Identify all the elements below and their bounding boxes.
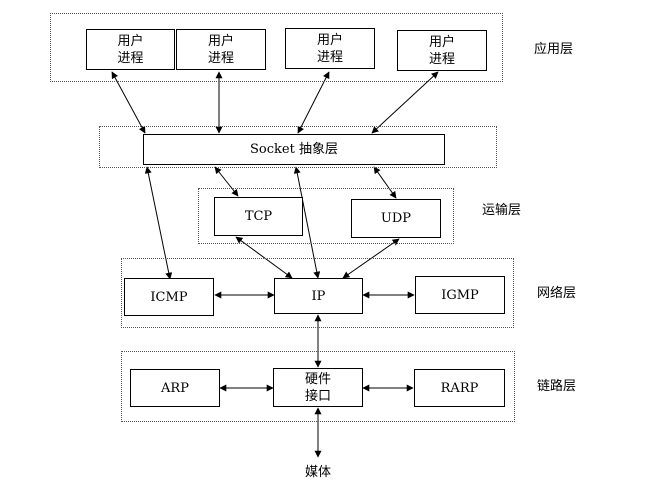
tcp-box: TCP [214, 197, 303, 236]
network-layer-region [121, 258, 514, 328]
media-label: 媒体 [305, 465, 332, 480]
transport-layer-label: 运输层 [482, 203, 522, 218]
user-process-2-line1: 用户 [207, 33, 234, 49]
user-process-1: 用户 进程 [86, 29, 175, 70]
link-layer-label: 链路层 [537, 379, 577, 394]
user-process-1-line2: 进程 [117, 50, 144, 66]
icmp-box: ICMP [124, 278, 214, 316]
hardware-interface-line2: 接口 [304, 388, 331, 404]
user-process-2: 用户 进程 [176, 29, 266, 70]
arrow-socket-icmp [144, 166, 173, 280]
user-process-4-line1: 用户 [428, 34, 455, 50]
user-process-2-line2: 进程 [207, 50, 234, 66]
transport-layer-region [198, 188, 454, 244]
arrow-proc1-socket [111, 71, 146, 134]
rarp-box: RARP [414, 369, 505, 407]
user-process-4: 用户 进程 [397, 30, 487, 71]
arrow-socket-tcp [214, 166, 239, 197]
igmp-box: IGMP [415, 276, 505, 314]
user-process-3-line2: 进程 [316, 49, 343, 65]
user-process-3: 用户 进程 [285, 28, 375, 69]
application-layer-region [50, 13, 503, 82]
user-process-3-line1: 用户 [316, 32, 343, 48]
hardware-interface-line1: 硬件 [304, 371, 331, 387]
arrow-proc3-socket [297, 71, 330, 134]
arp-box: ARP [130, 369, 220, 407]
link-layer-region [121, 351, 515, 422]
udp-box: UDP [351, 199, 441, 238]
arrow-proc4-socket [371, 71, 439, 134]
application-layer-label: 应用层 [534, 42, 574, 57]
network-layer-label: 网络层 [537, 286, 577, 301]
arrow-socket-udp [373, 166, 397, 199]
hardware-interface-box: 硬件 接口 [273, 368, 363, 407]
user-process-1-line1: 用户 [117, 33, 144, 49]
user-process-4-line2: 进程 [428, 51, 455, 67]
socket-layer-region [99, 126, 497, 168]
ip-box: IP [274, 278, 363, 314]
socket-abstraction-box: Socket 抽象层 [143, 134, 445, 165]
arrow-socket-ip [293, 166, 321, 279]
